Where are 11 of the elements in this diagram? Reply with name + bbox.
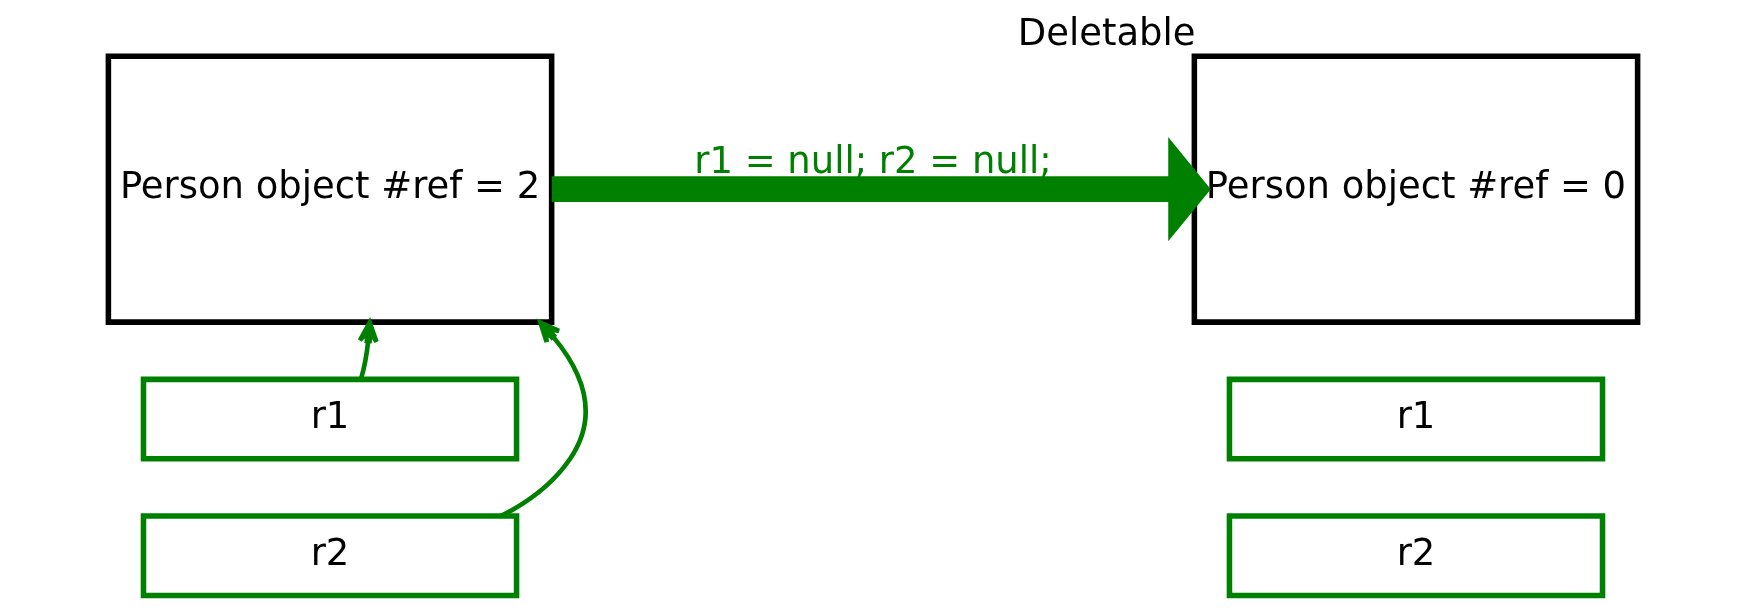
node-box: Person object #ref = 2: [105, 53, 555, 325]
edge-label: r1 = null; r2 = null;: [694, 138, 1052, 182]
node-box: Person object #ref = 0: [1191, 53, 1641, 325]
node-box: r2: [1226, 513, 1606, 599]
node-box: r1: [140, 376, 520, 462]
node-label: Deletable: [1017, 11, 1196, 55]
arrow: [500, 320, 588, 518]
node-box: r1: [1226, 376, 1606, 462]
node-box: r2: [140, 513, 520, 599]
arrow: [357, 320, 379, 380]
arrow: [551, 137, 1211, 242]
